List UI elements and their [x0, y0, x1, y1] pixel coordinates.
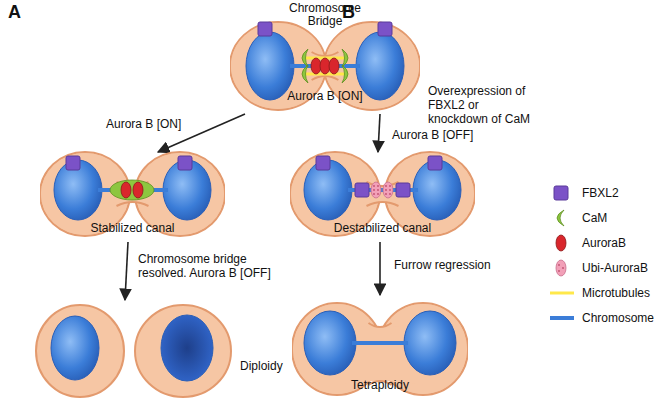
legend-text: CaM: [582, 211, 607, 225]
legend-swatch: [548, 309, 576, 327]
cell-illustration: [35, 298, 300, 400]
arrow-label: Aurora B [OFF]: [390, 128, 494, 142]
legend-swatch: [548, 209, 576, 227]
legend-text: AuroraB: [582, 236, 626, 250]
panel-letter: B: [340, 2, 374, 22]
arrow-note: Overexpression of FBXL2 or knockdown of …: [426, 84, 542, 126]
legend-text: Ubi-AuroraB: [582, 261, 648, 275]
process-arrow: [379, 242, 381, 295]
cell-label: Chromosome Bridge: [282, 2, 368, 28]
legend-swatch: [548, 184, 576, 202]
legend-swatch: [548, 259, 576, 277]
cell: Tetraploidy: [292, 293, 468, 400]
cell-label: Tetraploidy: [332, 379, 428, 392]
cell-label: Stabilized canal: [80, 222, 185, 235]
legend-text: Microtubules: [582, 286, 650, 300]
panel-letter: A: [6, 2, 40, 22]
legend-text: Chromosome: [582, 311, 654, 325]
cell-label: Aurora B [ON]: [275, 90, 375, 103]
legend-text: FBXL2: [582, 186, 619, 200]
legend-swatch: [548, 284, 576, 302]
arrow-label: Aurora B [ON]: [104, 117, 200, 131]
process-arrow: [125, 242, 128, 300]
cell-label: Diploidy: [240, 360, 298, 373]
arrow-label: Furrow regression: [392, 258, 516, 272]
arrow-label: Chromosome bridge resolved. Aurora B [OF…: [136, 252, 290, 280]
cell-pair: Diploidy: [35, 298, 300, 400]
cell: Destabilized canal: [290, 150, 475, 240]
cell: Stabilized canal: [40, 150, 225, 240]
cell: Chromosome BridgeAurora B [ON]: [230, 0, 420, 112]
legend-swatch: [548, 234, 576, 252]
cell-label: Destabilized canal: [325, 222, 440, 235]
process-arrow: [378, 114, 380, 152]
